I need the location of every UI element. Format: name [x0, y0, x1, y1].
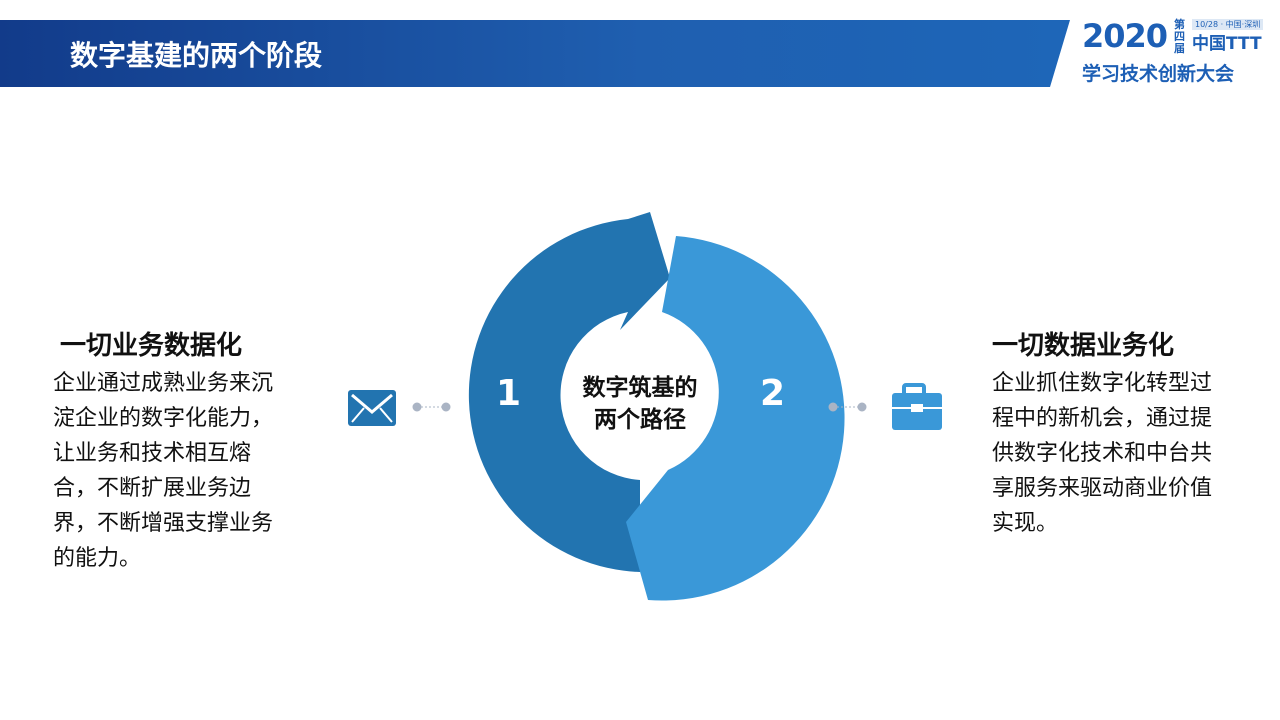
logo-year: 2020: [1082, 17, 1168, 55]
step1-arrow: [468, 212, 670, 572]
center-line-2: 两个路径: [594, 407, 686, 433]
step2-number: 2: [760, 373, 786, 414]
header-banner: [0, 20, 1070, 87]
left-heading: 一切业务数据化: [60, 331, 243, 361]
conference-logo: 2020 第四届 10/28 · 中国·深圳 中国TTT 学习技术创新大会: [1082, 16, 1278, 90]
logo-conference: 学习技术创新大会: [1082, 63, 1235, 85]
right-connector: [828, 402, 867, 412]
right-description: 企业抓住数字化转型过程中的新机会，通过提供数字化技术和中台共享服务来驱动商业价值…: [992, 371, 1213, 536]
left-description: 企业通过成熟业务来沉淀企业的数字化能力，让业务和技术相互熔合，不断扩展业务边界，…: [53, 371, 274, 571]
step2-arrow: [626, 236, 845, 601]
right-heading: 一切数据业务化: [992, 331, 1175, 361]
envelope-icon: [348, 390, 396, 426]
step1-number: 1: [496, 373, 522, 414]
center-line-1: 数字筑基的: [582, 375, 698, 401]
left-connector: [412, 402, 451, 412]
logo-name: 中国TTT: [1192, 34, 1262, 54]
logo-date: 10/28 · 中国·深圳: [1192, 19, 1264, 30]
logo-edition: 第四届: [1174, 18, 1185, 55]
page-title: 数字基建的两个阶段: [70, 39, 323, 72]
center-label: 数字筑基的 两个路径: [555, 372, 725, 436]
briefcase-icon: [892, 383, 942, 430]
